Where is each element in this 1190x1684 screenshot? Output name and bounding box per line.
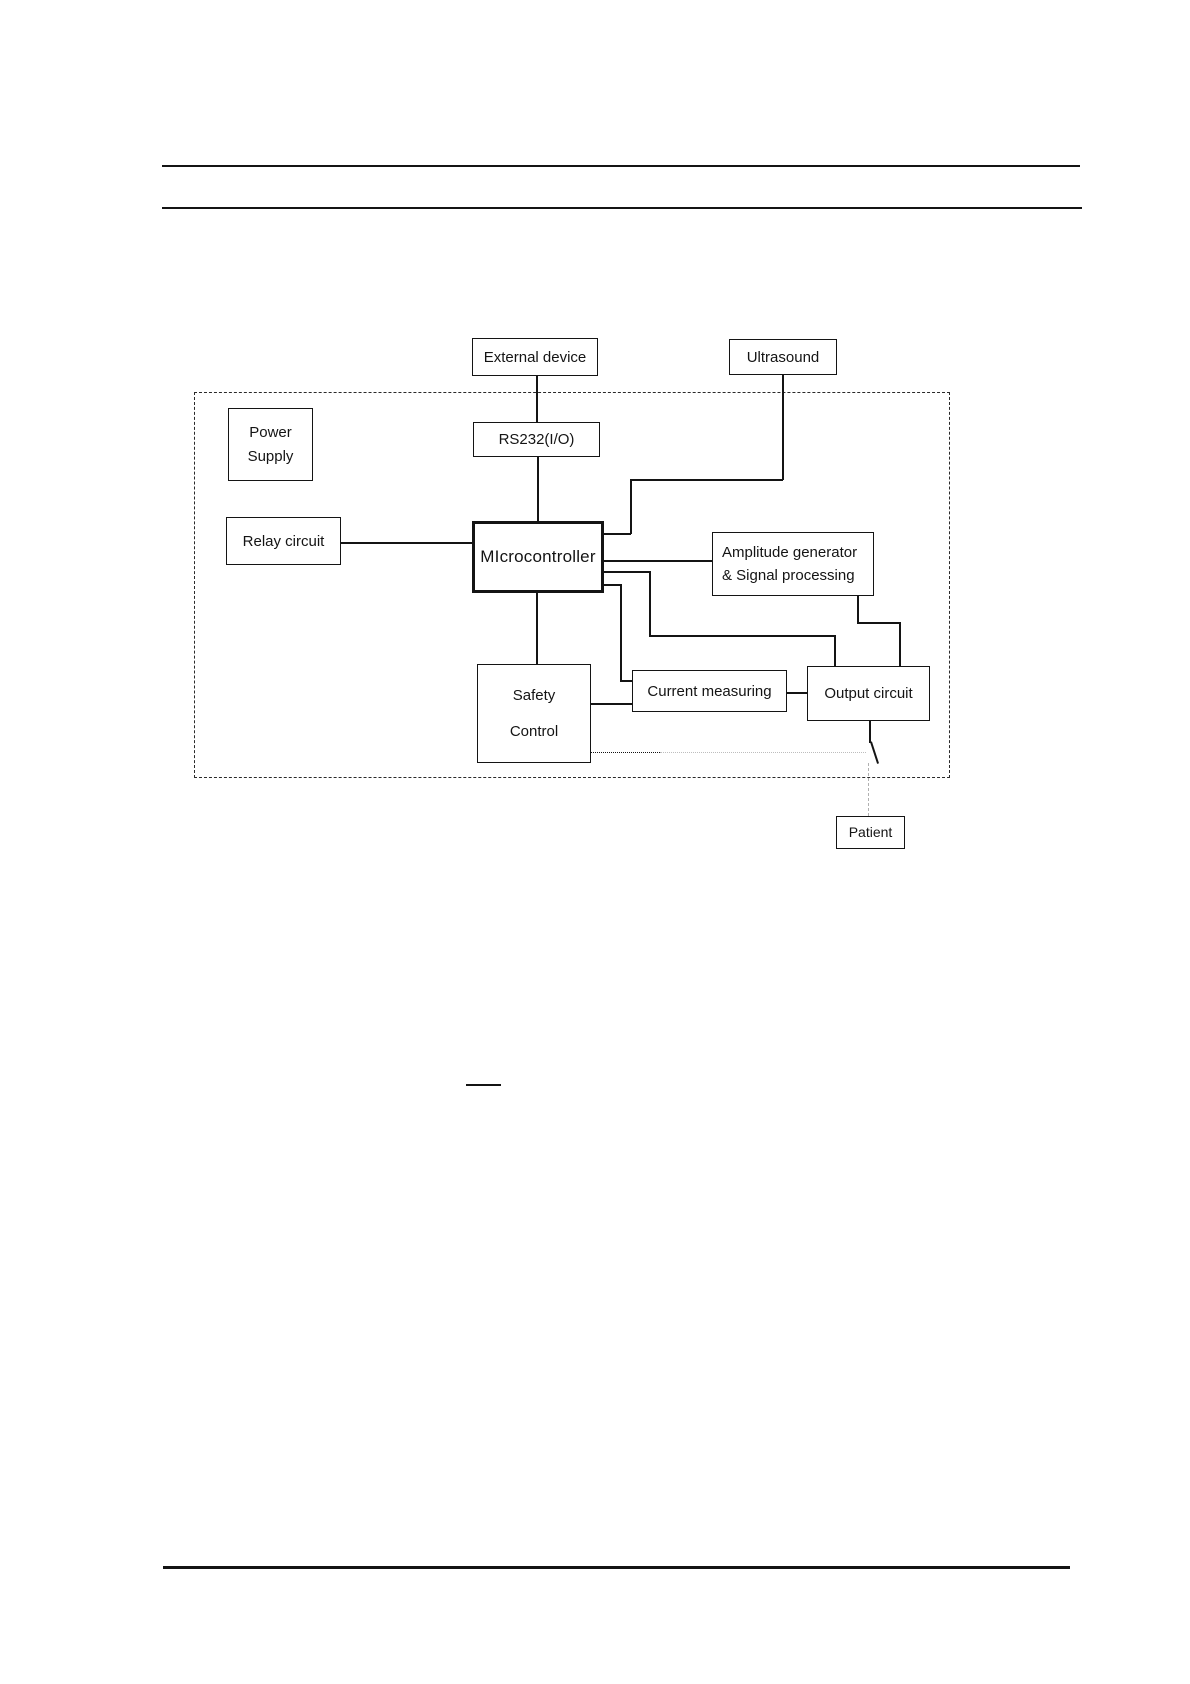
- node-output-circuit: Output circuit: [807, 666, 930, 721]
- node-patient-label: Patient: [848, 823, 893, 840]
- node-current-measuring-label: Current measuring: [647, 682, 772, 700]
- node-rs232-label: RS232(I/O): [498, 431, 575, 448]
- feedback-dotted-line-dark: [591, 752, 660, 753]
- node-output-circuit-label: Output circuit: [824, 685, 913, 702]
- connector-mc-ultrasound-seg3: [630, 479, 783, 481]
- connector-mc-current-seg2: [620, 584, 622, 681]
- node-amplitude-generator: Amplitude generator & Signal processing: [712, 532, 874, 596]
- node-external-device-label: External device: [483, 348, 587, 366]
- node-ultrasound-label: Ultrasound: [746, 348, 820, 366]
- connector-mc-output-seg2: [649, 571, 651, 636]
- node-safety-control-label: Safety Control: [509, 686, 559, 740]
- feedback-dotted-line-faint: [660, 752, 866, 753]
- node-external-device: External device: [472, 338, 598, 376]
- node-patient: Patient: [836, 816, 905, 849]
- connector-mc-ultrasound-seg4: [782, 375, 784, 480]
- connector-mc-current-seg3: [620, 680, 633, 682]
- header-rule-bottom: [162, 207, 1082, 209]
- node-microcontroller: MIcrocontroller: [472, 521, 604, 593]
- connector-current-output: [787, 692, 808, 694]
- connector-external-device-rs232: [536, 376, 538, 422]
- node-safety-control: Safety Control: [477, 664, 591, 763]
- node-microcontroller-label: MIcrocontroller: [480, 547, 596, 567]
- node-relay-circuit-label: Relay circuit: [242, 532, 325, 550]
- node-power-supply-label: Power Supply: [247, 423, 294, 465]
- node-rs232: RS232(I/O): [473, 422, 600, 457]
- device-boundary-dashed-box: [194, 392, 950, 778]
- connector-mc-output-seg3: [649, 635, 835, 637]
- node-current-measuring: Current measuring: [632, 670, 787, 712]
- connector-mc-amplitude: [604, 560, 712, 562]
- node-ultrasound: Ultrasound: [729, 339, 837, 375]
- node-relay-circuit: Relay circuit: [226, 517, 341, 565]
- connector-output-patient-dashed: [868, 763, 869, 816]
- connector-mc-ultrasound-seg2: [630, 479, 632, 534]
- connector-safety-current: [591, 703, 633, 705]
- node-amplitude-generator-label: Amplitude generator & Signal processing: [722, 543, 858, 584]
- connector-mc-output-seg1: [604, 571, 650, 573]
- connector-amplitude-output-seg1: [857, 595, 859, 623]
- connector-rs232-microcontroller: [537, 456, 539, 521]
- connector-amplitude-output-seg3: [899, 622, 901, 667]
- short-underline: [466, 1084, 501, 1086]
- connector-mc-safety: [536, 593, 538, 665]
- connector-output-patient-solid: [869, 721, 871, 743]
- header-rule-top: [162, 165, 1080, 167]
- node-power-supply: Power Supply: [228, 408, 313, 481]
- connector-relay-microcontroller: [341, 542, 472, 544]
- connector-amplitude-output-seg2: [857, 622, 900, 624]
- footer-rule: [163, 1566, 1070, 1569]
- connector-mc-output-seg4: [834, 635, 836, 667]
- connector-mc-current-seg1: [604, 584, 621, 586]
- connector-mc-ultrasound-seg1: [604, 533, 631, 535]
